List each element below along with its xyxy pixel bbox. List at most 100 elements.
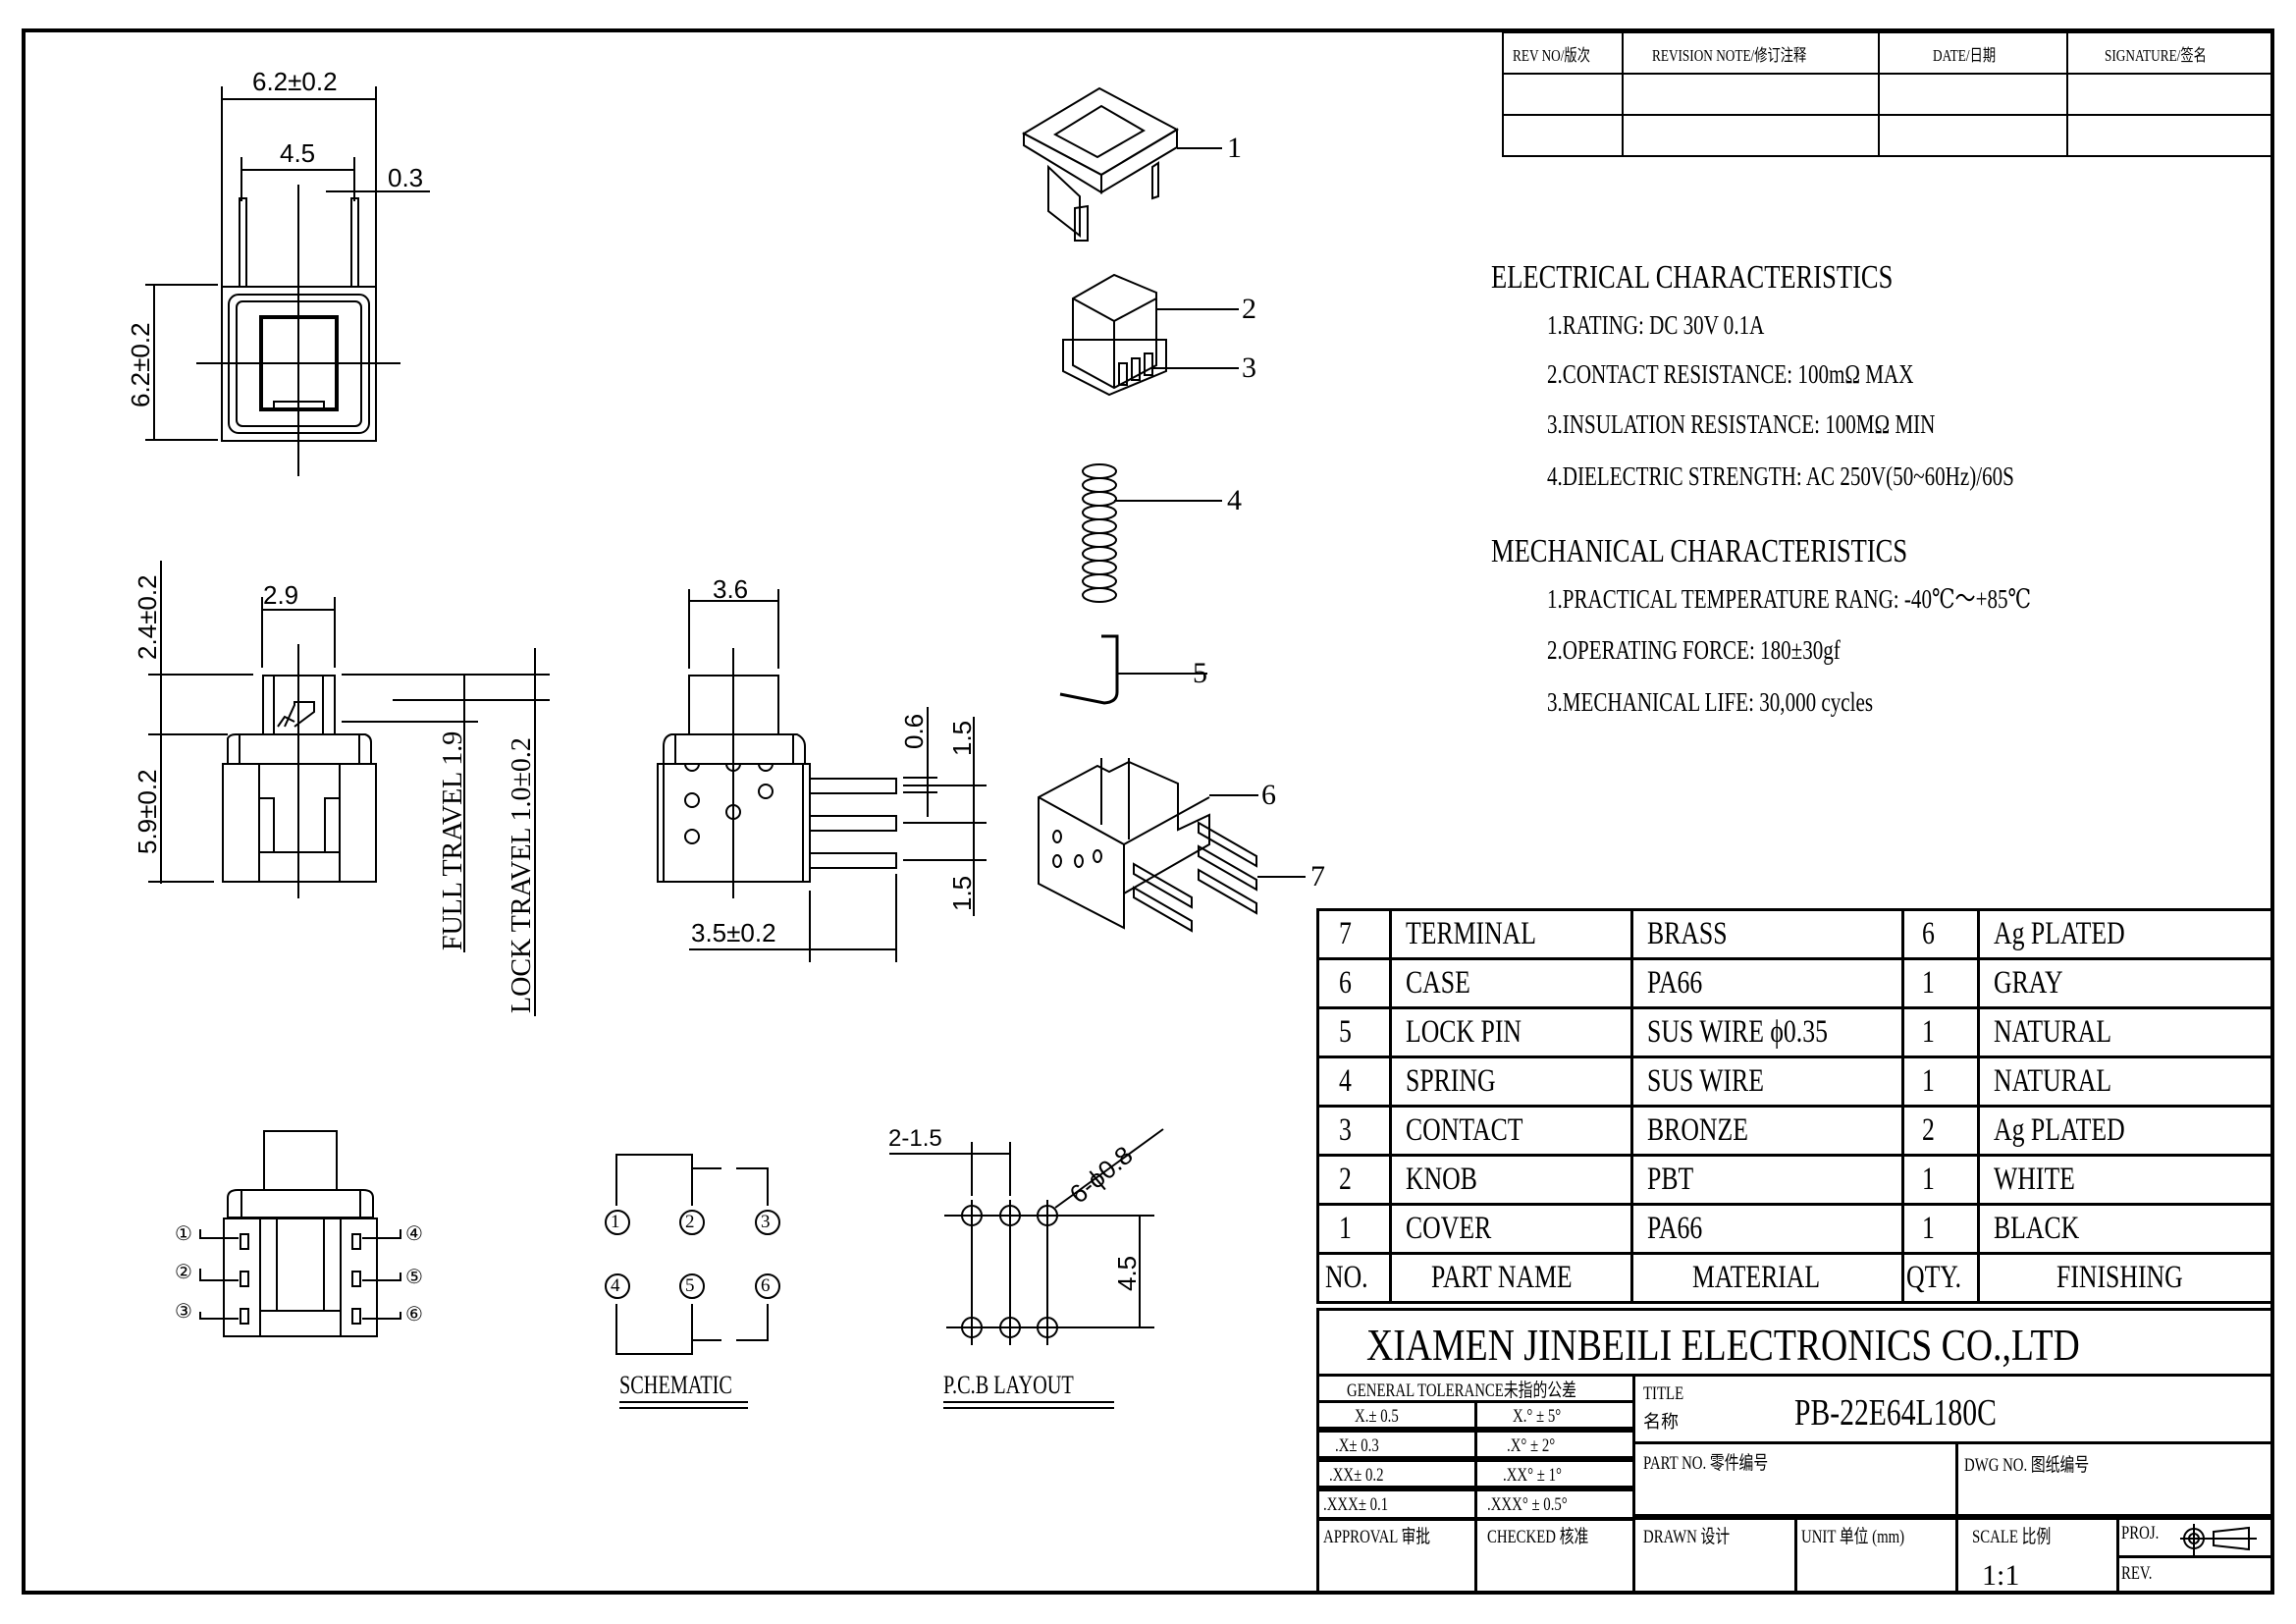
- bom-material: PBT: [1647, 1162, 1694, 1197]
- bom-finishing: NATURAL: [1993, 1014, 2111, 1050]
- mechanical-title: MECHANICAL CHARACTERISTICS: [1491, 533, 1908, 569]
- pin-label-3: ③: [175, 1299, 192, 1323]
- pin-label-4: ④: [405, 1221, 423, 1245]
- dwg-no-label: DWG NO. 图纸编号: [1964, 1455, 2090, 1476]
- dim-pin-pitch-bottom: 1.5: [947, 875, 977, 911]
- bom-material: SUS WIRE: [1647, 1063, 1764, 1099]
- dim-full-travel: FULL TRAVEL 1.9: [438, 731, 468, 950]
- schematic-pin-1: 1: [611, 1212, 620, 1232]
- revision-row: [1502, 114, 2273, 157]
- dim-top-height: 6.2±0.2: [126, 322, 155, 407]
- approval-cell: APPROVAL 审批: [1316, 1517, 1477, 1594]
- tolerance-angular: X.° ± 5°: [1513, 1406, 1562, 1427]
- dim-lock-travel: LOCK TRAVEL 1.0±0.2: [507, 737, 537, 1013]
- dim-pin-thickness: 0.3: [388, 163, 424, 192]
- scale-value: 1:1: [1982, 1559, 2020, 1592]
- bom-part-name: CONTACT: [1406, 1112, 1523, 1148]
- exploded-view: [1021, 86, 1306, 933]
- date-header: DATE/日期: [1932, 45, 1997, 65]
- drawn-cell: DRAWN 设计: [1632, 1517, 1797, 1594]
- rev-label: REV.: [2121, 1563, 2153, 1584]
- bom-no: 4: [1339, 1063, 1352, 1099]
- bom-part-name: COVER: [1406, 1211, 1492, 1246]
- part-no-label: PART NO. 零件编号: [1643, 1453, 1769, 1474]
- electrical-item-1: 1.RATING: DC 30V 0.1A: [1547, 310, 1765, 340]
- bom-finishing: Ag PLATED: [1993, 1112, 2125, 1148]
- bom-part-name: TERMINAL: [1406, 916, 1536, 951]
- pin-label-5: ⑤: [405, 1265, 423, 1288]
- balloon-6: 6: [1261, 779, 1276, 811]
- tolerance-angular: .XX° ± 1°: [1503, 1465, 1562, 1486]
- balloon-4: 4: [1227, 484, 1242, 516]
- schematic-drawing: [605, 1154, 780, 1409]
- unit-label: UNIT 单位 (mm): [1801, 1527, 1905, 1547]
- tolerance-linear: X.± 0.5: [1355, 1406, 1399, 1427]
- bom-part-name: SPRING: [1406, 1063, 1496, 1099]
- schematic-pin-4: 4: [611, 1275, 620, 1296]
- bom-row: 4 SPRING SUS WIRE 1 NATURAL: [1316, 1056, 2274, 1108]
- signature-header: SIGNATURE/签名: [2104, 45, 2207, 65]
- dim-knob-width: 2.9: [263, 580, 299, 610]
- electrical-item-4: 4.DIELECTRIC STRENGTH: AC 250V(50~60Hz)/…: [1547, 461, 2014, 491]
- bom-header-part-name: PART NAME: [1431, 1260, 1573, 1295]
- sheet-border: [22, 28, 2274, 1595]
- approval-label: APPROVAL 审批: [1323, 1527, 1431, 1547]
- electrical-item-3: 3.INSULATION RESISTANCE: 100MΩ MIN: [1547, 409, 1936, 439]
- tolerance-linear: .XXX± 0.1: [1323, 1494, 1389, 1515]
- revision-table: REV NO/版次 REVISION NOTE/修订注释 DATE/日期 SIG…: [1502, 31, 2273, 157]
- bom-material: BRASS: [1647, 916, 1728, 951]
- title-label: TITLE: [1643, 1383, 1684, 1404]
- checked-label: CHECKED 核准: [1487, 1527, 1589, 1547]
- company-name: XIAMEN JINBEILI ELECTRONICS CO.,LTD: [1366, 1320, 2080, 1370]
- bom-part-name: KNOB: [1406, 1162, 1477, 1197]
- bom-material: SUS WIRE ϕ0.35: [1647, 1014, 1828, 1050]
- title-label-cn: 名称: [1643, 1412, 1679, 1433]
- side-view: [657, 589, 987, 962]
- tolerance-cell: .X° ± 2°: [1474, 1430, 1635, 1459]
- general-tolerance-label: GENERAL TOLERANCE未指的公差: [1347, 1380, 1576, 1401]
- revision-note-header: REVISION NOTE/修订注释: [1651, 45, 1806, 65]
- dim-pcb-row-spacing: 4.5: [1112, 1255, 1142, 1291]
- pin-label-2: ②: [175, 1260, 192, 1283]
- bom-qty: 1: [1922, 1063, 1935, 1099]
- bom-part-name: LOCK PIN: [1406, 1014, 1522, 1050]
- tolerance-cell: .X± 0.3: [1316, 1430, 1477, 1459]
- dim-pin-pitch-top: 1.5: [947, 720, 977, 756]
- bom-finishing: NATURAL: [1993, 1063, 2111, 1099]
- dim-pin-width: 0.6: [899, 713, 929, 749]
- balloon-1: 1: [1227, 132, 1242, 164]
- pcb-layout-label: P.C.B LAYOUT: [943, 1371, 1074, 1399]
- bom-finishing: GRAY: [1993, 965, 2063, 1001]
- tolerance-angular: .XXX° ± 0.5°: [1487, 1494, 1568, 1515]
- bom-material: BRONZE: [1647, 1112, 1748, 1148]
- schematic-pin-3: 3: [761, 1212, 771, 1232]
- dim-pin-length: 3.5±0.2: [691, 918, 776, 947]
- balloon-2: 2: [1242, 293, 1256, 325]
- mechanical-item-2: 2.OPERATING FORCE: 180±30gf: [1547, 635, 1841, 665]
- bom-no: 2: [1339, 1162, 1352, 1197]
- bom-qty: 1: [1922, 1162, 1935, 1197]
- bom-header-qty: QTY.: [1906, 1260, 1962, 1295]
- bom-finishing: WHITE: [1993, 1162, 2075, 1197]
- tolerance-cell: X.± 0.5: [1316, 1400, 1477, 1430]
- drawn-label: DRAWN 设计: [1643, 1527, 1731, 1547]
- part-title-value: PB-22E64L180C: [1794, 1392, 1997, 1434]
- revision-row: [1502, 73, 2273, 116]
- bom-header-material: MATERIAL: [1692, 1260, 1821, 1295]
- dim-top-width: 6.2±0.2: [252, 67, 338, 96]
- bom-finishing: Ag PLATED: [1993, 916, 2125, 951]
- rev-cell: REV.: [2116, 1555, 2273, 1594]
- bom-no: 7: [1339, 916, 1352, 951]
- schematic-pin-6: 6: [761, 1275, 771, 1296]
- pin-label-6: ⑥: [405, 1302, 423, 1326]
- bom-header-finishing: FINISHING: [2056, 1260, 2183, 1295]
- tolerance-angular: .X° ± 2°: [1507, 1435, 1556, 1456]
- tolerance-cell: .XX± 0.2: [1316, 1459, 1477, 1489]
- dwg-no-cell: DWG NO. 图纸编号: [1955, 1441, 2273, 1517]
- dim-pin-span: 4.5: [280, 138, 316, 168]
- schematic-label: SCHEMATIC: [619, 1371, 732, 1399]
- scale-label: SCALE 比例: [1972, 1527, 2052, 1547]
